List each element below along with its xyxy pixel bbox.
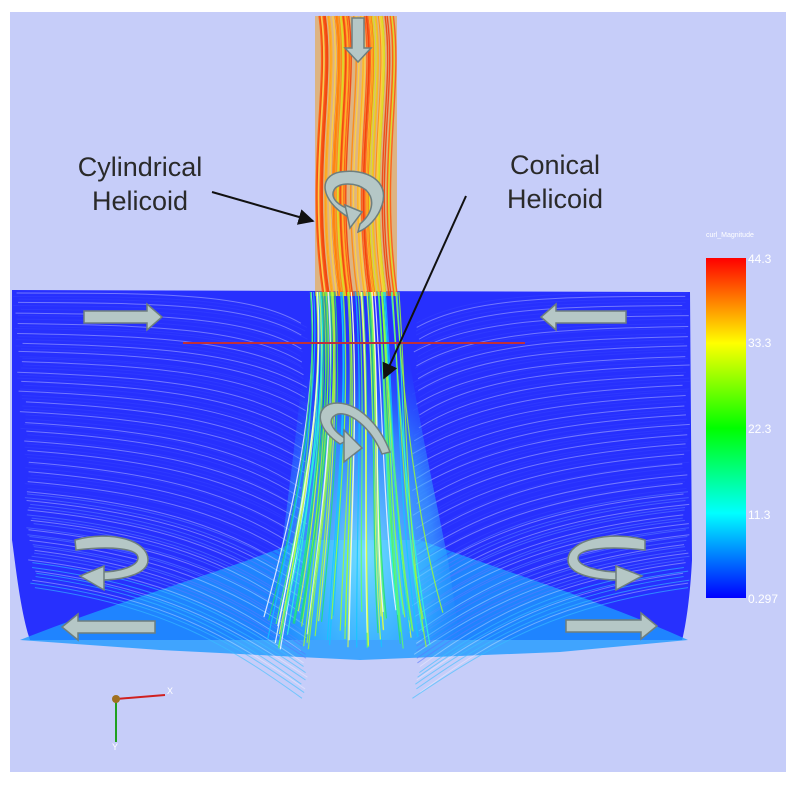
- left-arrow-icon: [539, 302, 627, 332]
- label-line: Conical: [509, 150, 601, 180]
- axis-triad: [112, 694, 166, 742]
- colorbar: [706, 258, 746, 598]
- swirl-arrow-icon: [324, 170, 385, 234]
- label-line: Helicoid: [506, 184, 604, 214]
- cylindrical-helicoid-label: Cylindrical Helicoid: [40, 150, 240, 218]
- cylindrical-leader-arrow: [211, 191, 315, 225]
- cylindrical-jet: [315, 15, 399, 297]
- colorbar-tick: 33.3: [748, 336, 772, 350]
- colorbar-title: curl_Magnitude: [706, 232, 754, 239]
- swirl-arrow-icon: [567, 535, 646, 592]
- colorbar-tick: 0.297: [748, 592, 779, 606]
- right-arrow-icon: [83, 302, 164, 332]
- down-arrow-icon: [343, 17, 373, 64]
- y-axis-label: Y: [112, 742, 119, 752]
- left-arrow-icon: [60, 612, 156, 642]
- swirl-arrow-icon: [74, 535, 149, 592]
- conical-core: [263, 291, 460, 650]
- right-arrow-icon: [565, 611, 659, 641]
- colorbar-tick: 11.3: [748, 508, 771, 522]
- conical-leader-arrow: [382, 195, 467, 380]
- colorbar-tick: 44.3: [748, 252, 772, 266]
- label-line: Helicoid: [91, 186, 189, 216]
- conical-helicoid-label: Conical Helicoid: [470, 148, 640, 216]
- swirl-arrow-icon: [319, 402, 391, 464]
- x-axis-label: X: [167, 686, 174, 696]
- colorbar-tick: 22.3: [748, 422, 772, 436]
- label-line: Cylindrical: [77, 152, 203, 182]
